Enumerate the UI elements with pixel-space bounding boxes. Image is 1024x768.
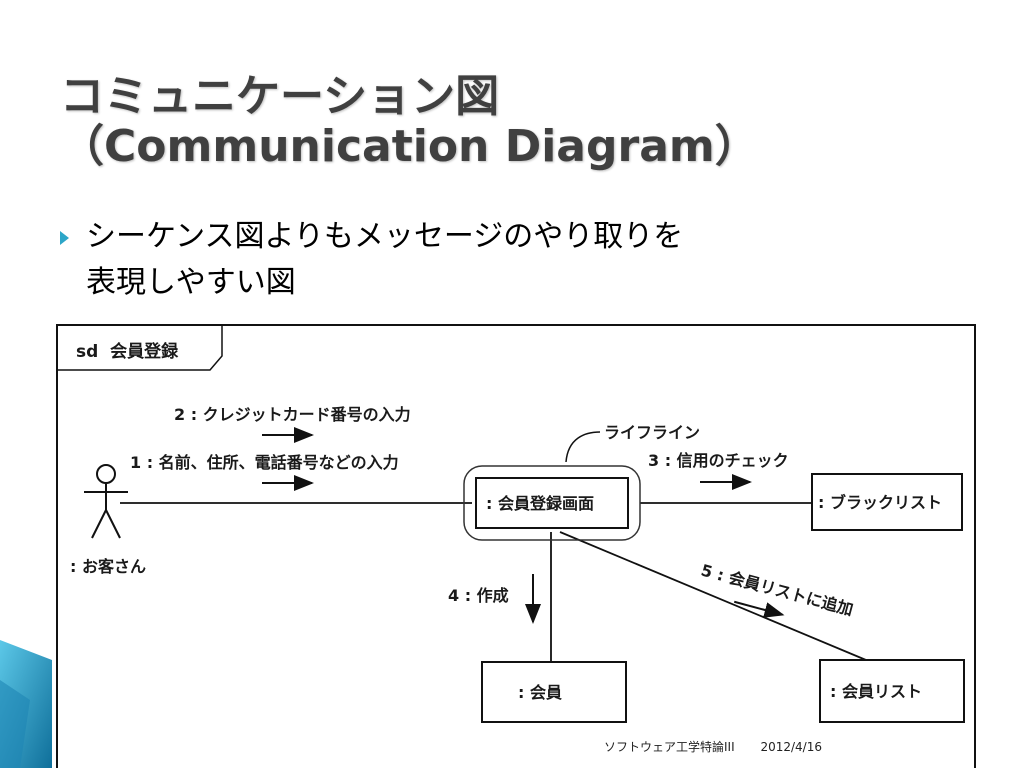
object-member xyxy=(481,661,627,723)
bullet-line1: シーケンス図よりもメッセージのやり取りを xyxy=(86,219,684,254)
object-blacklist-label: : ブラックリスト xyxy=(818,493,942,512)
object-member-list-label: : 会員リスト xyxy=(830,682,922,701)
bullet-triangle-icon xyxy=(60,231,69,245)
lifeline-pointer xyxy=(565,431,601,463)
message-4-label: 4 : 作成 xyxy=(448,586,509,605)
message-2-label: 2 : クレジットカード番号の入力 xyxy=(174,405,411,424)
actor-icon xyxy=(84,464,128,539)
slide-footer: ソフトウェア工学特論III 2012/4/16 xyxy=(604,738,822,755)
message-3-label: 3 : 信用のチェック xyxy=(648,451,789,470)
lifeline-highlight xyxy=(463,465,641,541)
object-blacklist xyxy=(811,473,963,531)
object-registration-screen-label: : 会員登録画面 xyxy=(486,494,594,513)
link-screen-memberlist xyxy=(559,531,867,661)
footer-course: ソフトウェア工学特論III xyxy=(604,740,735,754)
frame-label: sd 会員登録 xyxy=(76,341,179,362)
message-5-label: 5 : 会員リストに追加 xyxy=(699,561,855,620)
message-1-label: 1 : 名前、住所、電話番号などの入力 xyxy=(130,453,399,472)
actor-label: : お客さん xyxy=(70,557,146,576)
lifeline-note: ライフライン xyxy=(604,423,700,442)
footer-date: 2012/4/16 xyxy=(760,740,822,754)
object-member-label: : 会員 xyxy=(518,683,562,702)
frame-tab xyxy=(57,325,223,371)
message-5-arrow xyxy=(733,600,785,618)
slide-title-line2: （Communication Diagram） xyxy=(60,121,759,172)
frame-border xyxy=(56,324,976,768)
bullet-point: シーケンス図よりもメッセージのやり取りを 表現しやすい図 xyxy=(60,214,683,306)
bullet-line2: 表現しやすい図 xyxy=(86,265,296,300)
slide-title-line1: コミュニケーション図 xyxy=(60,71,500,122)
object-registration-screen xyxy=(475,477,629,529)
object-member-list xyxy=(819,659,965,723)
slide-title: コミュニケーション図 （Communication Diagram） xyxy=(60,72,759,172)
